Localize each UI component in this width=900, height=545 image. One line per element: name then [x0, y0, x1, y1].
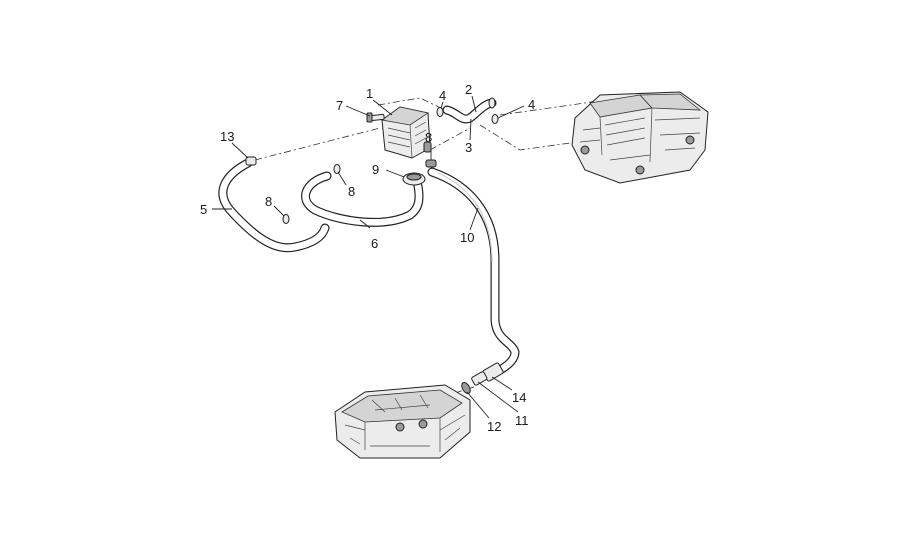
callout-9: 9 [372, 162, 379, 177]
callout-8a: 8 [425, 130, 432, 145]
hose-union-9 [402, 172, 426, 186]
drain-fittings [461, 362, 504, 394]
callout-8c: 8 [265, 194, 272, 209]
oil-sump [334, 384, 471, 459]
callout-1: 1 [366, 86, 373, 101]
callout-12: 12 [487, 419, 501, 434]
screw-7 [366, 112, 385, 123]
hose-clips [245, 107, 499, 224]
callout-6: 6 [371, 236, 378, 251]
breather-pipe-2 [442, 97, 497, 124]
breather-hose-5 [218, 158, 330, 253]
breather-hose-6 [301, 171, 424, 227]
callout-4a: 4 [439, 88, 446, 103]
callout-14: 14 [512, 390, 526, 405]
oil-breather-tank [381, 106, 432, 159]
callout-5: 5 [200, 202, 207, 217]
leader-lines [212, 95, 525, 419]
callout-10: 10 [460, 230, 474, 245]
callout-11: 11 [515, 413, 529, 428]
airbox-assembly [571, 91, 709, 184]
callout-2: 2 [465, 82, 472, 97]
callout-4b: 4 [528, 97, 535, 112]
callout-7: 7 [336, 98, 343, 113]
callout-3: 3 [465, 140, 472, 155]
callout-8b: 8 [348, 184, 355, 199]
callout-labels: 1 2 3 4 4 5 6 7 8 8 8 9 10 11 12 13 14 [200, 82, 535, 434]
callout-13: 13 [220, 129, 234, 144]
drain-hose-10 [427, 167, 520, 375]
